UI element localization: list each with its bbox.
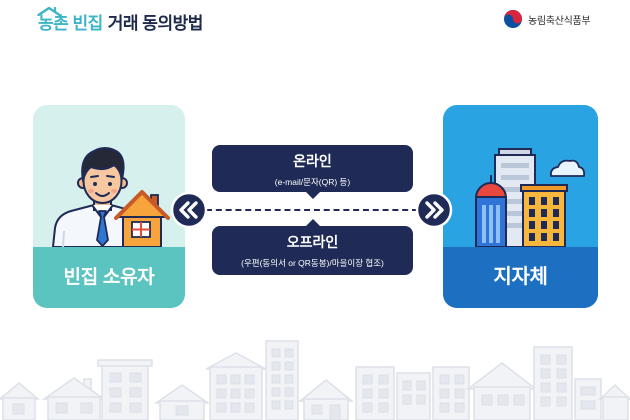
skyline-building [205,352,267,420]
skyline-house [41,377,107,420]
dashed-connector [206,209,418,211]
ministry-brand: 농림축산식품부 [503,9,591,29]
municipality-label: 지자체 [443,247,598,308]
online-title: 온라인 [293,153,332,169]
roof-icon [37,6,61,16]
offline-title: 오프라인 [286,234,339,250]
skyline-tower [533,346,573,420]
double-chevron-left-icon [170,191,208,229]
offline-detail: (우편(동의서 or QR동봉)/마을이장 협조) [241,258,384,268]
skyline-house [465,362,539,420]
skyline-house [598,383,630,420]
skyline-building [396,372,431,420]
online-detail: (e-mail/문자(QR) 등) [274,177,351,187]
background-skyline [0,340,630,420]
city-building-orange [520,184,568,247]
online-channel-box: 온라인 (e-mail/문자(QR) 등) [212,145,413,199]
skyline-building [355,366,395,420]
skyline-house [297,379,355,420]
title-rest: 거래 동의방법 [107,14,204,33]
title-highlight: 농촌 빈집 [38,14,103,33]
municipality-illustration [475,148,586,247]
double-chevron-right-icon [415,191,453,229]
skyline-house [153,384,211,420]
skyline-building [574,378,602,420]
city-building-dome [475,175,507,247]
municipality-card: 지자체 [443,105,598,308]
skyline-building [97,359,153,420]
offline-channel-box: 오프라인 (우편(동의서 or QR동봉)/마을이장 협조) [212,219,413,275]
owner-house [114,190,170,247]
skyline-tower [265,340,299,420]
owner-label: 빈집 소유자 [33,247,185,308]
cloud-icon [549,159,586,177]
skyline-house [0,382,41,420]
ministry-name: 농림축산식품부 [528,15,591,27]
ministry-logo-icon [504,10,522,28]
skyline-building [432,366,470,420]
owner-illustration [52,147,170,247]
owner-card: 빈집 소유자 [33,105,185,308]
